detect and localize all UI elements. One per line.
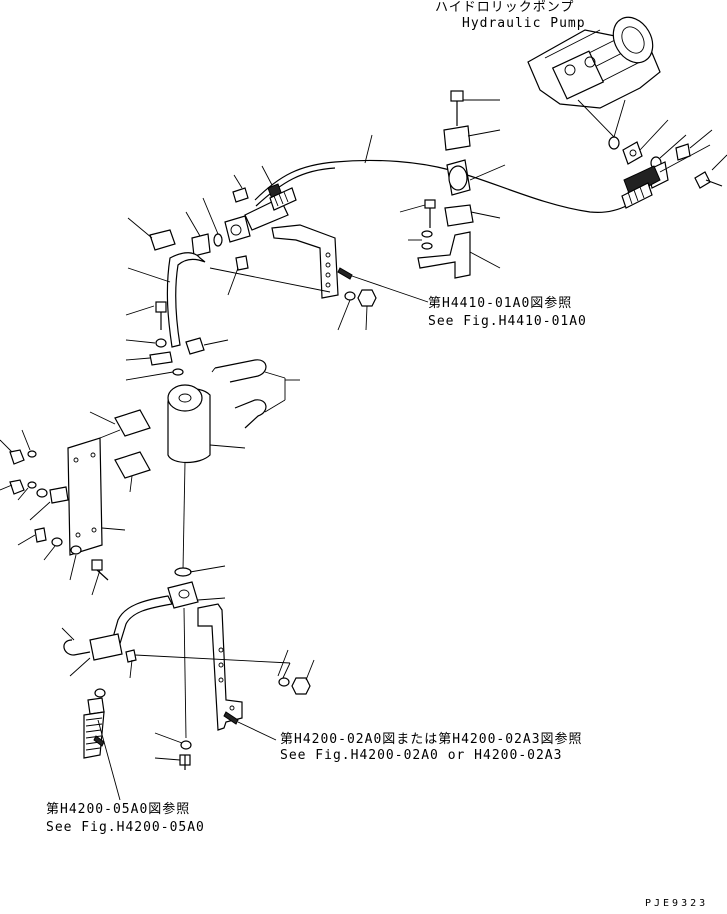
drawing-code: PJE9323 <box>645 898 709 909</box>
filter-canister-drawing <box>167 384 246 464</box>
ref-h4200-02-en: See Fig.H4200-02A0 or H4200-02A3 <box>280 748 563 763</box>
ref-h4200-02-jp: 第H4200-02A0図または第H4200-02A3図参照 <box>280 732 583 747</box>
ref-h4410-en: See Fig.H4410-01A0 <box>428 314 587 329</box>
ref-h4200-05-en: See Fig.H4200-05A0 <box>46 820 205 835</box>
pump-label-jp: ハイドロリックポンプ <box>435 0 575 15</box>
pump-label-en: Hydraulic Pump <box>462 16 586 31</box>
ref-h4200-05-jp: 第H4200-05A0図参照 <box>46 802 191 817</box>
hydraulic-pump-drawing <box>527 16 661 109</box>
ref-h4410-jp: 第H4410-01A0図参照 <box>428 296 573 311</box>
